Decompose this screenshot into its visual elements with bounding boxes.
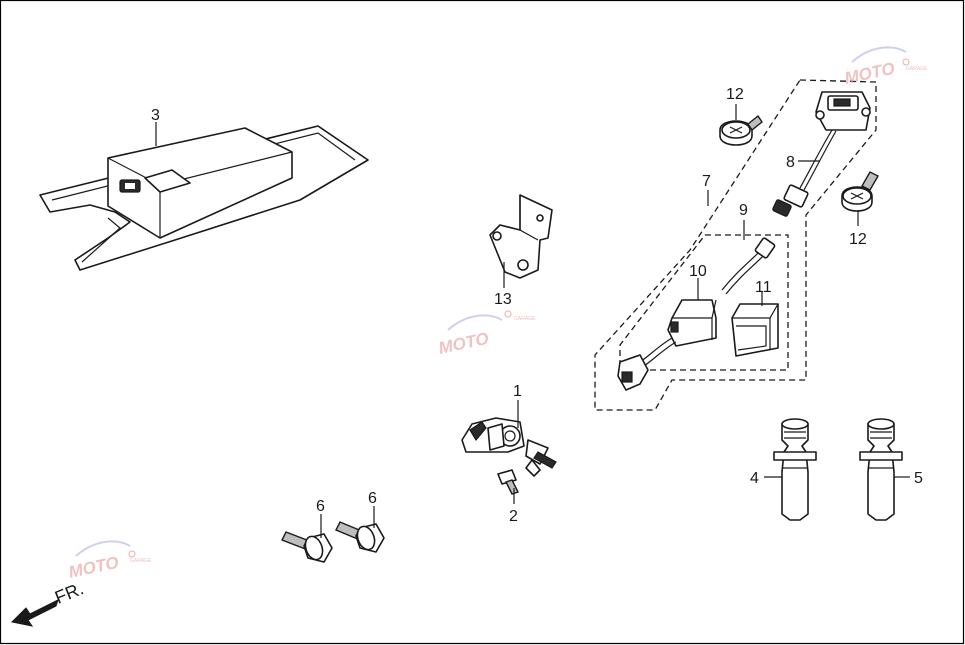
front-direction-label: FR.	[52, 578, 86, 607]
callout-12a: 12	[726, 86, 744, 103]
part-6-bolt-left	[281, 531, 333, 563]
part-12-screw-right	[841, 171, 879, 212]
front-arrow-icon	[10, 599, 59, 627]
assembly-9-outline	[619, 234, 789, 371]
watermark-bottom-left: MOTO GARAGE	[67, 540, 152, 582]
callout-1: 1	[513, 383, 522, 400]
part-5-bushing	[859, 418, 903, 521]
watermark-sub-2: GARAGE	[514, 316, 536, 322]
callout-9: 9	[739, 202, 748, 219]
assembly-7-outline	[594, 79, 877, 411]
callout-5: 5	[914, 470, 923, 487]
part-12-screw-top	[719, 114, 763, 146]
part-1-ignition-lock	[461, 417, 557, 477]
part-2-small-screw	[497, 469, 519, 495]
part-11-cover	[731, 303, 779, 357]
part-4-bushing	[773, 418, 817, 521]
callout-6a: 6	[316, 498, 325, 515]
watermark-sub-3: GARAGE	[130, 558, 152, 564]
watermark-top-right: MOTO GARAGE	[843, 46, 928, 88]
front-direction-indicator: FR.	[10, 578, 86, 627]
watermark-brand-2: MOTO	[437, 329, 491, 358]
part-3-seat-tray	[39, 125, 369, 271]
watermark-middle: MOTO GARAGE	[437, 310, 536, 358]
callout-4: 4	[750, 470, 759, 487]
part-6-bolt-right	[335, 521, 385, 553]
callout-2: 2	[509, 508, 518, 525]
watermark-brand-3: MOTO	[67, 553, 121, 582]
callout-13: 13	[494, 291, 512, 308]
callout-3: 3	[151, 107, 160, 124]
callout-11: 11	[755, 279, 772, 296]
callout-7: 7	[702, 173, 711, 190]
callout-10: 10	[689, 263, 707, 280]
watermark-brand-1: MOTO	[843, 59, 897, 88]
part-10-module	[617, 237, 776, 391]
callout-6b: 6	[368, 490, 377, 507]
callout-12b: 12	[849, 231, 867, 248]
part-13-bracket	[489, 194, 553, 279]
watermark-sub-1: GARAGE	[906, 66, 928, 72]
part-8-sensor	[772, 91, 871, 217]
callout-8: 8	[786, 154, 795, 171]
